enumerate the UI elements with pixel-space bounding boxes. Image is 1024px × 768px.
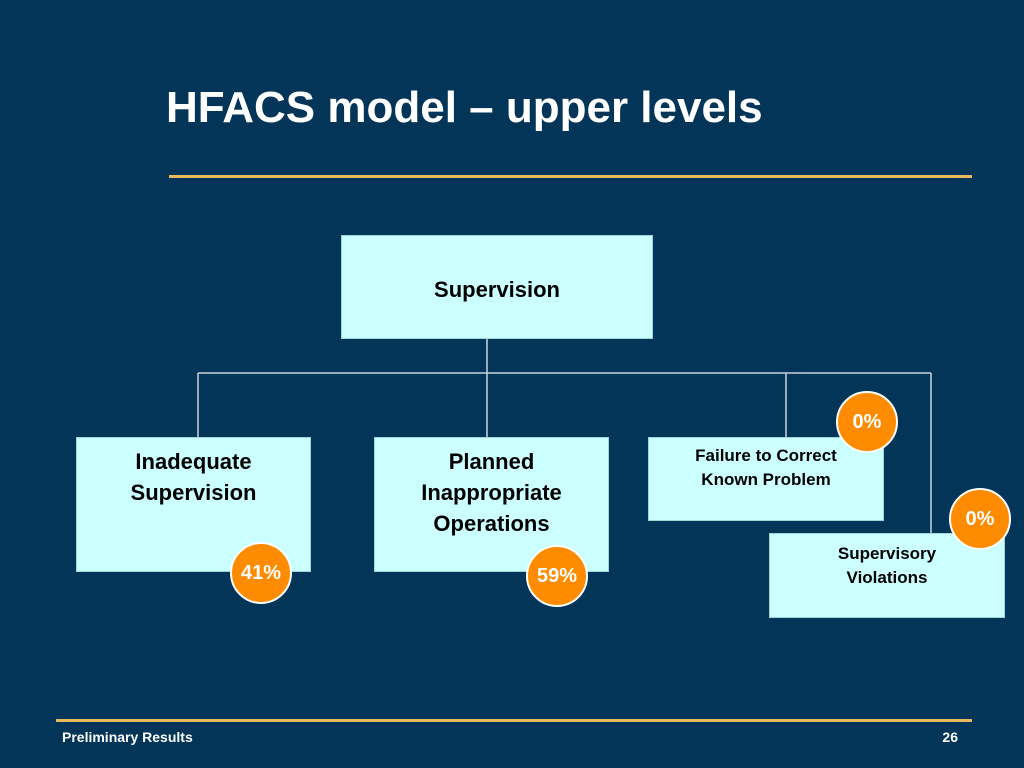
- node-failure-to-correct-label: Failure to Correct Known Problem: [695, 446, 837, 489]
- percent-badge-planned-operations: 59%: [526, 545, 588, 607]
- node-failure-to-correct-known-problem: Failure to Correct Known Problem: [648, 437, 884, 521]
- node-planned-inappropriate-operations: Planned Inappropriate Operations: [374, 437, 609, 572]
- node-planned-inappropriate-operations-label: Planned Inappropriate Operations: [421, 449, 562, 536]
- footer-rule: [56, 719, 972, 722]
- page-number: 26: [942, 729, 958, 745]
- title-underline: [169, 175, 972, 178]
- footer-label: Preliminary Results: [62, 729, 193, 745]
- percent-badge-failure-to-correct: 0%: [836, 391, 898, 453]
- percent-badge-supervisory-violations: 0%: [949, 488, 1011, 550]
- percent-badge-inadequate-supervision: 41%: [230, 542, 292, 604]
- slide-title: HFACS model – upper levels: [166, 83, 763, 132]
- node-supervisory-violations-label: Supervisory Violations: [837, 544, 937, 587]
- node-supervision-label: Supervision: [434, 277, 560, 302]
- node-inadequate-supervision-label: Inadequate Supervision: [130, 449, 257, 505]
- node-supervisory-violations: Supervisory Violations: [769, 533, 1005, 618]
- node-supervision: Supervision: [341, 235, 653, 339]
